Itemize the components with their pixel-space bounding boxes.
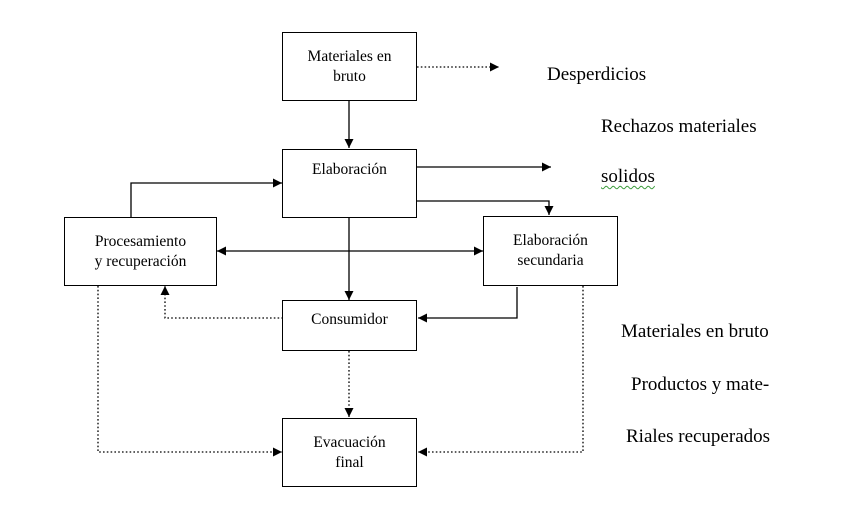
raw-materials-box: Materiales en bruto	[282, 32, 417, 101]
legend-recovered-products-line2: Riales recuperados	[626, 426, 771, 447]
elaboration-box: Elaboración	[282, 149, 417, 218]
arrow-elaboration-to-secondary	[417, 200, 554, 215]
legend-solids: solidos	[601, 166, 655, 187]
legend-material-rejects: Rechazos materiales	[601, 116, 757, 137]
arrow-secondary-to-consumer	[418, 287, 518, 323]
arrow-consumer-to-recovery	[160, 286, 283, 319]
arrow-secondary-to-disposal	[418, 286, 584, 457]
processing-recovery-box: Procesamiento y recuperación	[64, 217, 217, 286]
arrow-recovery-to-disposal	[97, 286, 282, 457]
secondary-elaboration-box: Elaboración secundaria	[483, 216, 618, 286]
legend-waste: Desperdicios	[547, 64, 647, 85]
arrow-recovery-to-elaboration	[130, 178, 282, 217]
legend-recovered-products-line1: Productos y mate-	[631, 374, 770, 395]
consumer-box: Consumidor	[282, 300, 417, 351]
final-disposal-box: Evacuación final	[282, 418, 417, 487]
legend-raw-materials: Materiales en bruto	[621, 321, 769, 342]
